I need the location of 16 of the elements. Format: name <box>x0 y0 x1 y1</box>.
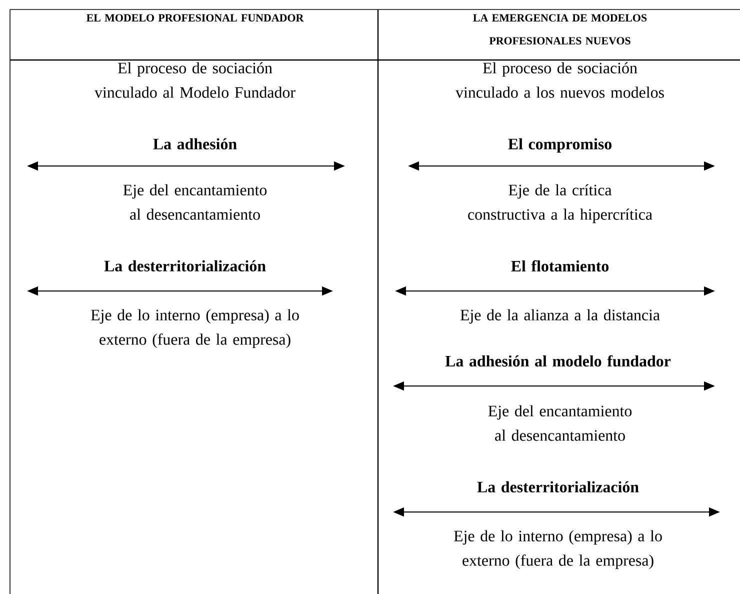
axis-description: Eje de la crítica constructiva a la hipercrítica <box>468 184 652 224</box>
axis-title: La adhesión al modelo fundador <box>445 355 671 367</box>
axis-description: Eje de la alianza a la distancia <box>460 309 660 324</box>
axis-title: La desterritorialización <box>104 260 266 272</box>
column-header: LA EMERGENCIA DE MODELOS PROFESIONALES NUEVOS <box>473 14 647 45</box>
column-header: EL MODELO PROFESIONAL FUNDADOR <box>86 14 304 22</box>
axis-title: El compromiso <box>508 138 612 153</box>
axis-description: El proceso de sociación vinculado al Modelo Fundador <box>94 62 296 98</box>
axis-title: La desterritorialización <box>477 481 639 492</box>
axis-description: Eje del encantamiento al desencantamiento <box>488 405 632 441</box>
axis-title: La adhesión <box>153 138 237 150</box>
axis-description: El proceso de sociación vinculado a los nuevos modelos <box>456 62 664 98</box>
axis-description: Eje de lo interno (empresa) a lo externo (fuera de la empresa) <box>91 309 299 348</box>
axis-description: Eje del encantamiento al desencantamiento <box>123 184 267 220</box>
axis-title: El flotamiento <box>511 260 609 272</box>
axis-description: Eje de lo interno (empresa) a lo externo (fuera de la empresa) <box>454 530 662 570</box>
